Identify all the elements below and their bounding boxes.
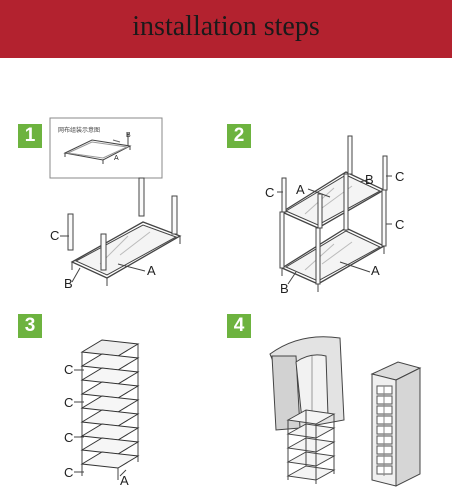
step-4-badge: 4 bbox=[227, 314, 251, 338]
step-2-label-a-top: A bbox=[296, 182, 305, 197]
step-2-label-c-left: C bbox=[265, 185, 274, 200]
step-2-label-b-top: B bbox=[365, 172, 374, 187]
step-3-label-a: A bbox=[120, 473, 129, 488]
step-1-label-b: B bbox=[64, 276, 73, 291]
step-1-inset-note: 网布组装示意图 bbox=[58, 126, 100, 134]
inset-label-a: A bbox=[114, 155, 119, 162]
step-1-diagram: 网布组装示意图 B A bbox=[49, 117, 182, 286]
step-2-diagram bbox=[277, 135, 392, 292]
step-2-label-a-bottom: A bbox=[371, 263, 380, 278]
step-3-diagram bbox=[74, 339, 140, 480]
step-1-badge: 1 bbox=[18, 124, 42, 148]
step-1-label-a: A bbox=[147, 263, 156, 278]
step-1-inset bbox=[49, 117, 163, 179]
inset-label-b: B bbox=[126, 132, 131, 139]
step-3-label-c-3: C bbox=[64, 430, 73, 445]
step-3-badge: 3 bbox=[18, 314, 42, 338]
step-2-label-c-top-right: C bbox=[395, 169, 404, 184]
step-3-label-c-2: C bbox=[64, 395, 73, 410]
step-1-label-c: C bbox=[50, 228, 59, 243]
header-banner: installation steps bbox=[0, 0, 452, 58]
page-title: installation steps bbox=[132, 11, 320, 42]
step-3-label-c-4: C bbox=[64, 465, 73, 480]
inset-cloth bbox=[66, 141, 129, 159]
step-4-diagram bbox=[269, 336, 422, 487]
step-2-badge: 2 bbox=[227, 124, 251, 148]
step-2-label-c-right: C bbox=[395, 217, 404, 232]
step-3-label-c-1: C bbox=[64, 362, 73, 377]
step-2-label-b-bottom: B bbox=[280, 281, 289, 296]
